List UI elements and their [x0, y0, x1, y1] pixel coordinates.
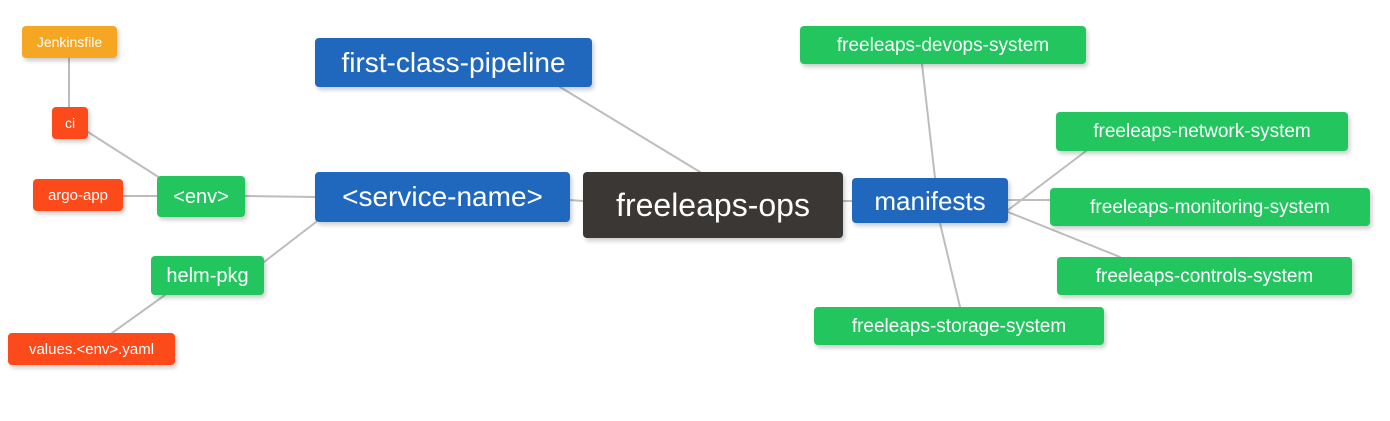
edge-manifests-to-storage-system [939, 222, 961, 308]
edge-manifests-to-devops-system [921, 63, 936, 179]
edge-env-to-service-name [244, 195, 316, 198]
mindmap-node-env[interactable]: <env> [157, 176, 245, 217]
mindmap-node-devops-system[interactable]: freeleaps-devops-system [800, 26, 1086, 64]
mindmap-node-values-yaml[interactable]: values.<env>.yaml [8, 333, 175, 365]
mindmap-node-controls-system[interactable]: freeleaps-controls-system [1057, 257, 1352, 295]
mindmap-node-argo-app[interactable]: argo-app [33, 179, 123, 211]
edge-service-name-to-helm-pkg [263, 221, 317, 263]
mindmap-node-monitoring-system[interactable]: freeleaps-monitoring-system [1050, 188, 1370, 226]
mindmap-node-first-class-pipeline[interactable]: first-class-pipeline [315, 38, 592, 87]
mindmap-node-jenkinsfile[interactable]: Jenkinsfile [22, 26, 117, 58]
edge-ci-to-env [87, 131, 161, 179]
mindmap-node-ci[interactable]: ci [52, 107, 88, 139]
mindmap-node-manifests[interactable]: manifests [852, 178, 1008, 223]
mindmap-node-storage-system[interactable]: freeleaps-storage-system [814, 307, 1104, 345]
edge-helm-pkg-to-values-yaml [111, 294, 166, 334]
mindmap-node-service-name[interactable]: <service-name> [315, 172, 570, 222]
mindmap-node-freeleaps-ops[interactable]: freeleaps-ops [583, 172, 843, 238]
edge-service-name-to-freeleaps-ops [569, 199, 584, 202]
mindmap-node-helm-pkg[interactable]: helm-pkg [151, 256, 264, 295]
edge-first-class-pipeline-to-freeleaps-ops [559, 86, 701, 173]
mindmap-node-network-system[interactable]: freeleaps-network-system [1056, 112, 1348, 151]
